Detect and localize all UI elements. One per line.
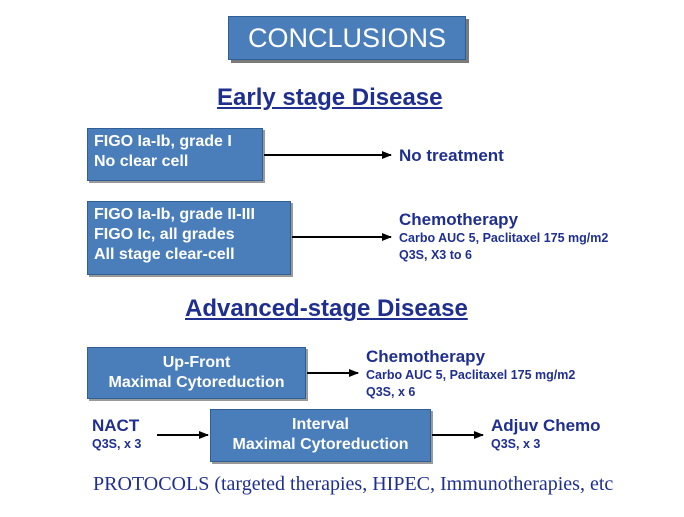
early-box-1-line-2: No clear cell — [94, 153, 189, 170]
advanced-stage-heading: Advanced-stage Disease — [185, 295, 468, 322]
early-box-1: FIGO Ia-Ib, grade I No clear cell — [87, 128, 263, 181]
page-title: CONCLUSIONS — [228, 16, 466, 60]
early-outcome-2-line-2: Q3S, X3 to 6 — [399, 248, 472, 262]
early-outcome-2-line-1: Carbo AUC 5, Paclitaxel 175 mg/m2 — [399, 231, 609, 245]
early-box-2-line-3: All stage clear-cell — [94, 246, 235, 263]
upfront-outcome-title: Chemotherapy — [366, 347, 486, 366]
early-box-2-line-1: FIGO Ia-Ib, grade II-III — [94, 206, 255, 223]
interval-box-line-1: Interval — [292, 416, 349, 433]
early-box-1-line-1: FIGO Ia-Ib, grade I — [94, 133, 232, 150]
nact-label: NACT Q3S, x 3 — [92, 416, 141, 453]
early-box-2-line-2: FIGO Ic, all grades — [94, 226, 235, 243]
upfront-outcome: Chemotherapy Carbo AUC 5, Paclitaxel 175… — [366, 347, 575, 401]
interval-box-line-2: Maximal Cytoreduction — [232, 436, 409, 453]
upfront-outcome-line-2: Q3S, x 6 — [366, 385, 416, 399]
adjuv-title: Adjuv Chemo — [491, 416, 601, 435]
upfront-outcome-line-1: Carbo AUC 5, Paclitaxel 175 mg/m2 — [366, 368, 576, 382]
early-outcome-2: Chemotherapy Carbo AUC 5, Paclitaxel 175… — [399, 210, 608, 264]
nact-sub: Q3S, x 3 — [92, 437, 142, 451]
early-outcome-2-title: Chemotherapy — [399, 210, 519, 229]
early-box-2: FIGO Ia-Ib, grade II-III FIGO Ic, all gr… — [87, 201, 291, 275]
interval-box: Interval Maximal Cytoreduction — [210, 409, 431, 462]
adjuv-sub: Q3S, x 3 — [491, 437, 541, 451]
upfront-box: Up-Front Maximal Cytoreduction — [87, 347, 306, 399]
upfront-box-line-1: Up-Front — [162, 354, 231, 371]
protocols-text: PROTOCOLS (targeted therapies, HIPEC, Im… — [93, 473, 614, 495]
upfront-box-line-2: Maximal Cytoreduction — [108, 374, 285, 391]
nact-title: NACT — [92, 416, 140, 435]
early-stage-heading: Early stage Disease — [217, 84, 443, 111]
early-outcome-1: No treatment — [399, 146, 504, 165]
adjuv-label: Adjuv Chemo Q3S, x 3 — [491, 416, 601, 453]
